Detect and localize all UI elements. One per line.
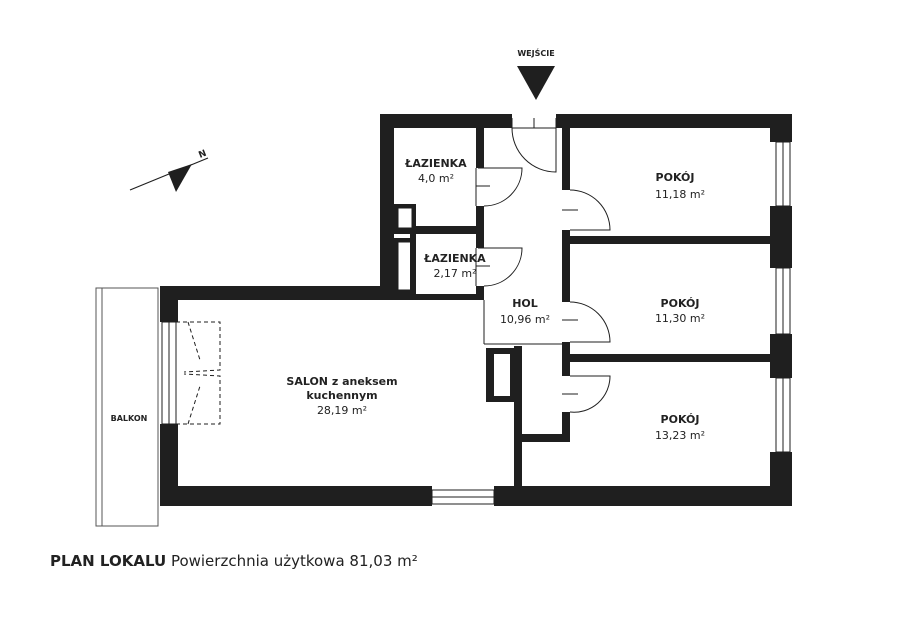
entrance-arrow-icon	[517, 66, 555, 100]
room-area: 4,0 m²	[418, 172, 454, 185]
room-name: POKÓJ	[661, 413, 700, 426]
room-bedroom-1: POKÓJ 11,18 m²	[655, 171, 705, 201]
room-name: POKÓJ	[656, 171, 695, 184]
doors	[176, 118, 611, 425]
room-area: 2,17 m²	[433, 267, 476, 280]
room-living-room: SALON z aneksem kuchennym 28,19 m²	[286, 375, 397, 417]
room-name: HOL	[512, 297, 538, 310]
room-area: 10,96 m²	[500, 313, 550, 326]
room-area: 28,19 m²	[317, 404, 367, 417]
plan-caption: PLAN LOKALU Powierzchnia użytkowa 81,03 …	[50, 552, 418, 570]
balcony-label: BALKON	[111, 414, 148, 423]
room-bedroom-2: POKÓJ 11,30 m²	[655, 297, 705, 325]
hall-lines	[483, 300, 562, 345]
room-area: 11,30 m²	[655, 312, 705, 325]
room-name: SALON z aneksem	[286, 375, 397, 388]
room-name: ŁAZIENKA	[423, 252, 486, 265]
walls	[160, 114, 792, 506]
room-name: ŁAZIENKA	[404, 157, 467, 170]
room-area: 13,23 m²	[655, 429, 705, 442]
room-bedroom-3: POKÓJ 13,23 m²	[655, 413, 705, 442]
windows	[161, 141, 791, 505]
entrance-marker: WEJŚCIE	[517, 47, 555, 100]
room-name: POKÓJ	[661, 297, 700, 310]
room-bathroom-2: ŁAZIENKA 2,17 m²	[423, 252, 486, 280]
north-arrow-icon: N	[129, 149, 209, 192]
caption-title: PLAN LOKALU	[50, 552, 167, 570]
balcony: BALKON	[95, 287, 159, 527]
entrance-label: WEJŚCIE	[517, 47, 554, 58]
north-label: N	[197, 149, 208, 161]
caption-text: Powierzchnia użytkowa 81,03 m²	[170, 552, 418, 570]
room-bathroom-1: ŁAZIENKA 4,0 m²	[404, 157, 467, 185]
room-name-line2: kuchennym	[306, 389, 377, 402]
room-area: 11,18 m²	[655, 188, 705, 201]
room-hall: HOL 10,96 m²	[500, 297, 550, 326]
